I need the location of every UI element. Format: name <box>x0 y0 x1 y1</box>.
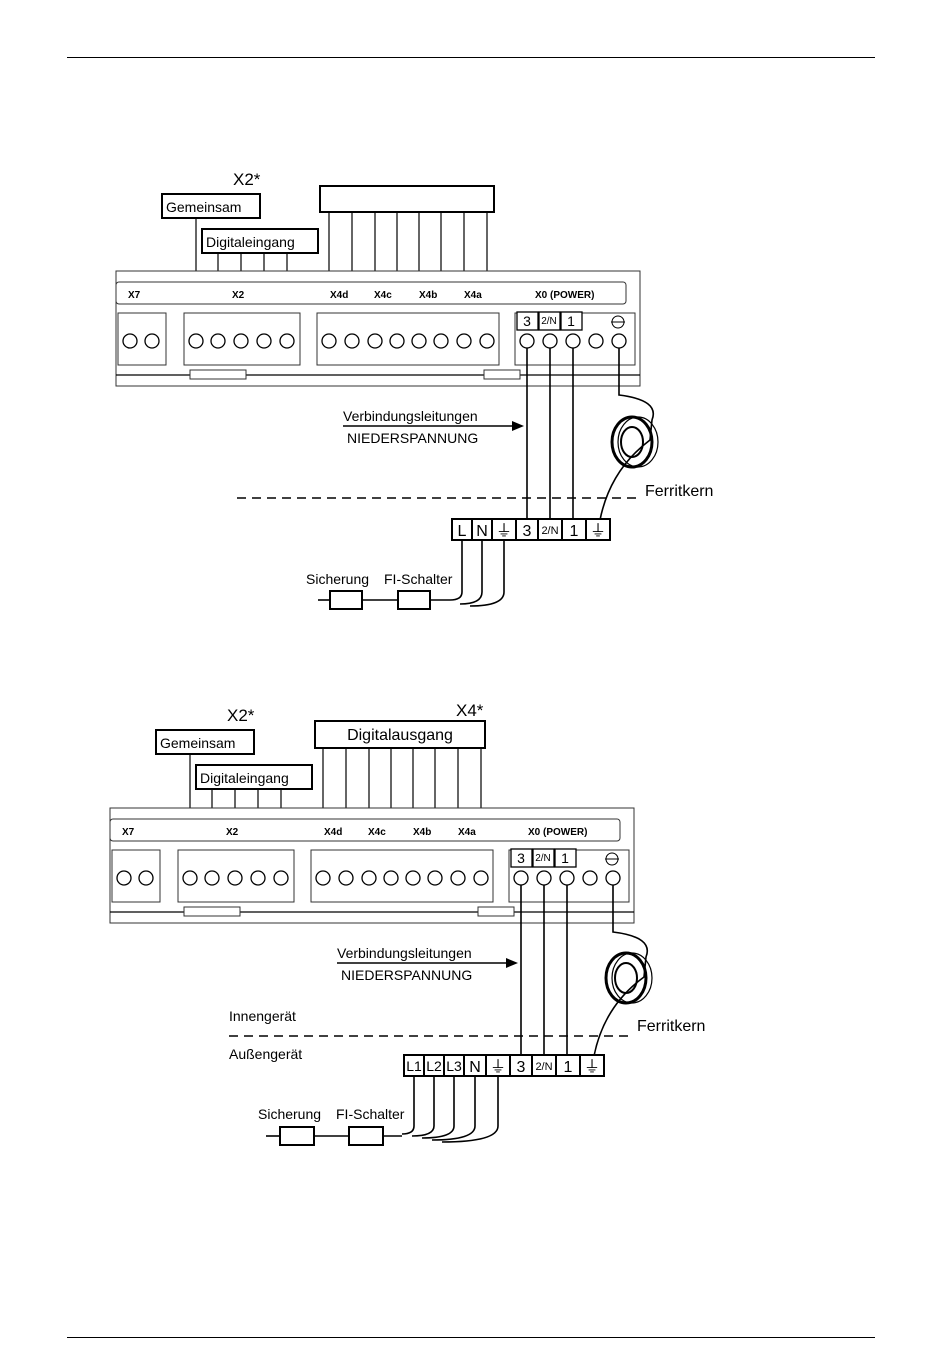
outdoor-terminal-strip: L N ⏚ 3 2/N 1 ⏚ <box>451 518 611 541</box>
ferrite-label: Ferritkern <box>645 483 713 500</box>
svg-text:1: 1 <box>561 850 569 866</box>
digital-input-box <box>201 228 319 254</box>
x2-terminals-2 <box>182 870 289 886</box>
x0-terminals <box>519 333 627 349</box>
outdoor-terminal-strip-2: L1 L2 L3 N ⏚ 3 2/N 1 ⏚ <box>403 1054 605 1077</box>
x4-block <box>316 312 500 366</box>
strip-x4b: X4b <box>419 290 437 301</box>
strip2-x4b: X4b <box>413 827 431 838</box>
cable-label-1: Verbindungsleitungen <box>343 408 478 424</box>
latch-right-2 <box>477 906 515 917</box>
svg-text:⏚: ⏚ <box>490 1058 506 1076</box>
svg-text:L2: L2 <box>426 1058 442 1074</box>
svg-text:1: 1 <box>564 1059 573 1076</box>
svg-text:3: 3 <box>517 850 525 866</box>
svg-text:2/N: 2/N <box>535 1061 552 1073</box>
diagram-1-single-phase: X2* Gemeinsam Digitaleingang X7 X2 X4d X… <box>115 170 713 610</box>
svg-text:3: 3 <box>523 523 532 540</box>
latch-left <box>189 369 247 380</box>
svg-text:1: 1 <box>570 523 579 540</box>
digital-output-label-2: Digitalausgang <box>347 727 453 744</box>
digital-output-box <box>319 185 495 213</box>
x2-title-2: X2* <box>227 706 255 725</box>
fuse-icon-2 <box>279 1126 315 1146</box>
strip-x2: X2 <box>232 290 245 301</box>
earth-icon <box>611 315 625 329</box>
common-label: Gemeinsam <box>166 199 241 215</box>
strip2-x2: X2 <box>226 827 239 838</box>
strip-x4d: X4d <box>330 290 348 301</box>
svg-text:L: L <box>458 523 467 540</box>
cable-label-1-2: Verbindungsleitungen <box>337 945 472 961</box>
strip2-x0: X0 (POWER) <box>528 827 587 838</box>
x4-block-2 <box>310 849 494 903</box>
strip2-x4c: X4c <box>368 827 386 838</box>
latch-left-2 <box>183 906 241 917</box>
ferrite-label-2: Ferritkern <box>637 1018 705 1035</box>
strip2-x4a: X4a <box>458 827 476 838</box>
x2-terminals <box>188 333 295 349</box>
earth-icon-2 <box>605 852 619 866</box>
ferrite-core-icon <box>610 415 659 469</box>
strip-x7: X7 <box>128 290 141 301</box>
fuse-label-2: Sicherung <box>258 1106 321 1122</box>
terminal-label-strip-2 <box>109 818 621 842</box>
x0-power-marks-2: 3 2/N 1 <box>510 848 619 868</box>
digital-input-label-2: Digitaleingang <box>200 770 289 786</box>
footer-rule <box>67 1337 875 1338</box>
x0-power-marks: 3 2/N 1 <box>516 311 625 331</box>
svg-text:1: 1 <box>567 313 575 329</box>
outdoor-label: Außengerät <box>229 1046 302 1062</box>
x4-title-2: X4* <box>456 701 484 720</box>
rcd-icon-2 <box>348 1126 384 1146</box>
svg-text:3: 3 <box>523 313 531 329</box>
header-rule <box>67 57 875 58</box>
x4-terminals <box>321 333 495 349</box>
strip-x4c: X4c <box>374 290 392 301</box>
svg-text:N: N <box>476 523 488 540</box>
rcd-label-2: FI-Schalter <box>336 1106 405 1122</box>
digital-input-box-2 <box>195 764 313 790</box>
x7-terminals <box>122 333 160 349</box>
svg-text:⏚: ⏚ <box>584 1058 600 1076</box>
strip2-x7: X7 <box>122 827 135 838</box>
svg-text:N: N <box>469 1059 481 1076</box>
fuse-label: Sicherung <box>306 571 369 587</box>
svg-text:L1: L1 <box>406 1058 422 1074</box>
svg-text:2/N: 2/N <box>541 525 558 537</box>
strip2-x4d: X4d <box>324 827 342 838</box>
digital-output-box-2 <box>314 720 486 749</box>
strip-x0: X0 (POWER) <box>535 290 594 301</box>
diagram-2-three-phase: X2* X4* Gemeinsam Digitaleingang Digital… <box>109 701 705 1146</box>
cable-label-2-2: NIEDERSPANNUNG <box>341 967 472 983</box>
cable-label-2: NIEDERSPANNUNG <box>347 430 478 446</box>
rcd-label: FI-Schalter <box>384 571 453 587</box>
x2-title: X2* <box>233 170 261 189</box>
svg-text:3: 3 <box>517 1059 526 1076</box>
svg-text:2/N: 2/N <box>541 316 557 327</box>
svg-text:L3: L3 <box>446 1058 462 1074</box>
latch-right <box>483 369 521 380</box>
svg-text:2/N: 2/N <box>535 853 551 864</box>
svg-text:⏚: ⏚ <box>590 522 606 540</box>
common-box-2 <box>155 729 255 755</box>
x7-terminals-2 <box>116 870 154 886</box>
strip-x4a: X4a <box>464 290 482 301</box>
svg-text:⏚: ⏚ <box>496 522 512 540</box>
ferrite-core-icon-2 <box>604 951 653 1005</box>
x4-terminals-2 <box>315 870 489 886</box>
terminal-label-strip <box>115 281 627 305</box>
fuse-icon <box>329 590 363 610</box>
common-box <box>161 193 261 219</box>
digital-input-label: Digitaleingang <box>206 234 295 250</box>
rcd-icon <box>397 590 431 610</box>
indoor-label: Innengerät <box>229 1008 296 1024</box>
common-label-2: Gemeinsam <box>160 735 235 751</box>
